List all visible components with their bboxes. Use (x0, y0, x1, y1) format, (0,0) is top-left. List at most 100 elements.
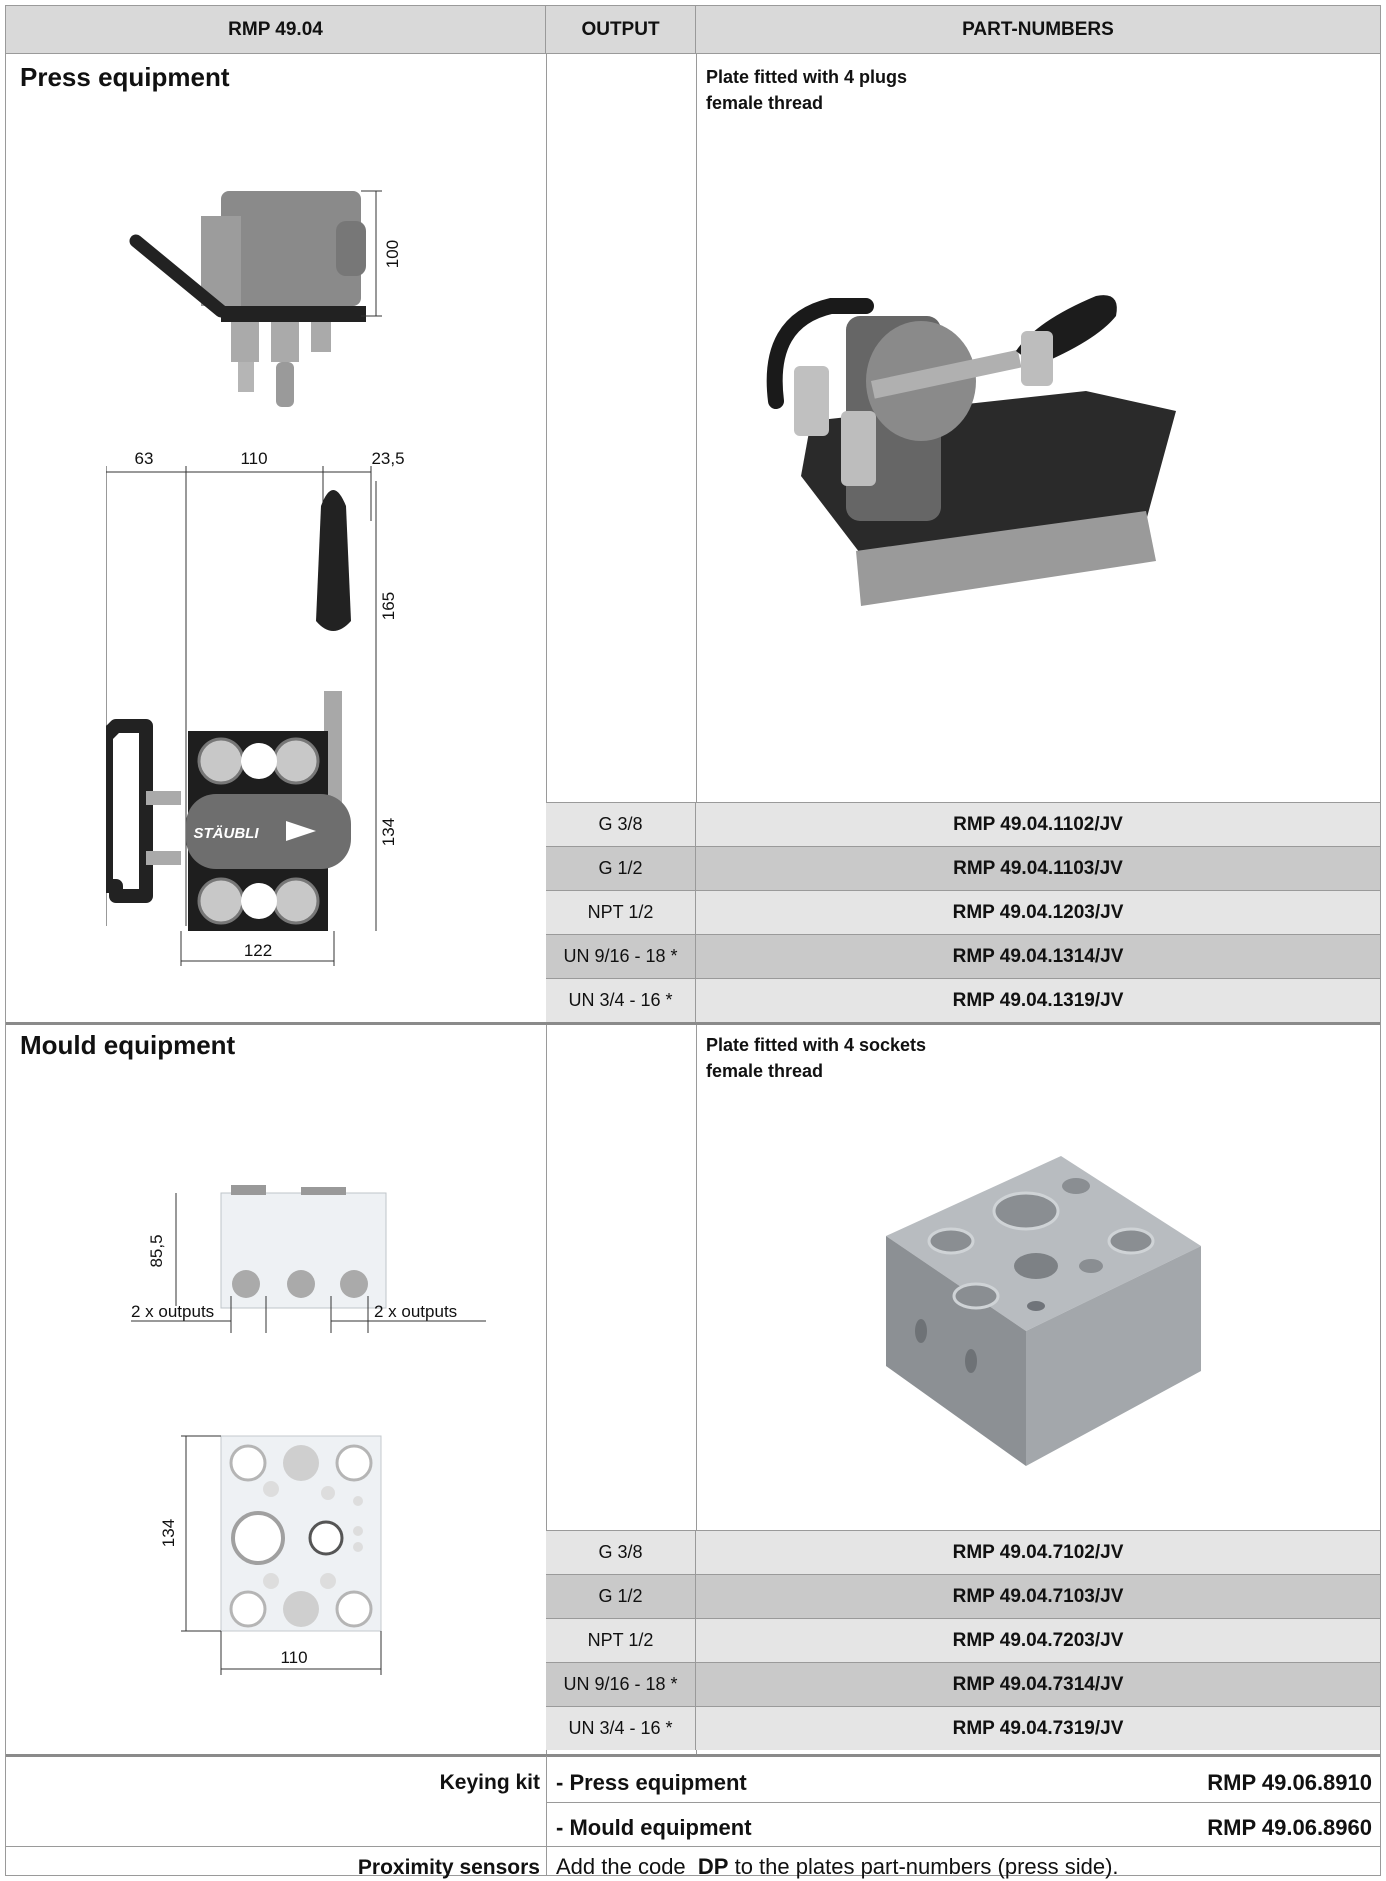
mould-render-socket (952, 1282, 1000, 1310)
keying-item-press: - Press equipment (556, 1770, 747, 1795)
press-arrow (286, 821, 316, 841)
press-plate-title: Plate fitted with 4 plugs female thread (706, 64, 907, 116)
mould-render-side-port (915, 1319, 927, 1343)
mould-socket (335, 1444, 373, 1482)
part-row: G 1/2 RMP 49.04.1103/JV (546, 846, 1380, 890)
output-cell: G 1/2 (546, 847, 696, 890)
part-row: UN 9/16 - 18 * RMP 49.04.1314/JV (546, 934, 1380, 978)
press-section-title: Press equipment (20, 62, 230, 92)
press-plug-left (231, 322, 259, 362)
mould-socket (283, 1445, 319, 1481)
header-part-numbers: PART-NUMBERS (696, 6, 1380, 54)
mould-port (353, 1542, 363, 1552)
part-number-cell: RMP 49.04.1102/JV (953, 813, 1123, 835)
dim-right: 23,5 (371, 449, 404, 468)
output-cell: UN 3/4 - 16 * (546, 1707, 696, 1750)
press-bracket (201, 216, 241, 306)
mould-port (353, 1496, 363, 1506)
part-row: G 3/8 RMP 49.04.1102/JV (546, 802, 1380, 846)
part-number-cell: RMP 49.04.1103/JV (953, 857, 1123, 879)
proximity-sensors-text: Add the code DP to the plates part-numbe… (556, 1854, 1119, 1880)
mould-render-right (1026, 1246, 1201, 1466)
press-render-front (856, 511, 1156, 606)
mould-plate-line2: female thread (706, 1061, 824, 1081)
dim-mould-height: 85,5 (147, 1234, 166, 1267)
press-plate-line1: Plate fitted with 4 plugs (706, 67, 908, 87)
press-plug (197, 737, 245, 785)
output-cell: NPT 1/2 (546, 891, 696, 934)
part-number-cell: RMP 49.04.7103/JV (952, 1585, 1124, 1607)
press-top-view-drawing: 63 110 23,5 165 STÄUBLI 134 122 (106, 449, 405, 966)
part-row: NPT 1/2 RMP 49.04.1203/JV (546, 890, 1380, 934)
part-number-cell: RMP 49.04.7102/JV (952, 1541, 1124, 1563)
press-render-plug (794, 366, 829, 436)
output-cell: UN 9/16 - 18 * (546, 1663, 696, 1706)
press-cylinder (186, 794, 351, 869)
part-number-cell: RMP 49.04.1203/JV (952, 901, 1124, 923)
press-hole (241, 743, 277, 779)
press-plug (272, 877, 320, 925)
section-divider (6, 1754, 1380, 1757)
mould-plate-title: Plate fitted with 4 sockets female threa… (706, 1032, 926, 1084)
output-cell: G 3/8 (546, 803, 696, 846)
dim-plate-width: 110 (280, 1648, 307, 1667)
part-number-cell: RMP 49.04.7319/JV (952, 1717, 1124, 1739)
mould-outlet (340, 1270, 368, 1298)
press-coupling (238, 362, 254, 392)
mould-render-socket (1014, 1253, 1058, 1279)
press-knob (336, 221, 366, 276)
header-model: RMP 49.04 (6, 6, 546, 54)
output-cell: UN 3/4 - 16 * (546, 979, 696, 1022)
dim-plate-height: 134 (159, 1519, 178, 1547)
press-stud (146, 851, 181, 865)
keying-part-press: RMP 49.06.8910 (1207, 1770, 1372, 1795)
output-cell: UN 9/16 - 18 * (546, 935, 696, 978)
mould-render-side-port (965, 1349, 977, 1373)
dim-left: 63 (135, 449, 154, 468)
mould-port (263, 1481, 279, 1497)
mould-section-title: Mould equipment (20, 1030, 236, 1060)
dim-body: 134 (379, 818, 398, 846)
dim-outputs-right: 2 x outputs (374, 1302, 457, 1321)
part-number-cell: RMP 49.04.7314/JV (952, 1673, 1124, 1695)
press-stud (146, 791, 181, 805)
sensor-code: DP (697, 1854, 729, 1879)
mould-render-port (1079, 1259, 1103, 1273)
mould-outlet (287, 1270, 315, 1298)
mould-socket (335, 1590, 373, 1628)
product-table: RMP 49.04 OUTPUT PART-NUMBERS Press equi… (5, 5, 1381, 1879)
dim-handle: 165 (379, 592, 398, 620)
mould-side-drawing: 85,5 2 x outputs 2 x outputs (131, 1185, 486, 1333)
dim-height-top: 100 (383, 240, 402, 268)
mould-port (263, 1573, 279, 1589)
part-number-cell: RMP 49.04.1319/JV (952, 989, 1124, 1011)
press-base-plate (221, 306, 366, 322)
mould-render-port (1027, 1301, 1045, 1311)
section-divider (6, 1022, 1380, 1025)
press-plug-center (271, 322, 299, 362)
press-plug-right (311, 322, 331, 352)
keying-part-mould: RMP 49.06.8960 (1207, 1815, 1372, 1840)
mould-socket-large (231, 1511, 285, 1565)
mould-top-bump (231, 1185, 266, 1195)
part-row: UN 9/16 - 18 * RMP 49.04.7314/JV (546, 1662, 1380, 1706)
press-body (221, 191, 361, 306)
mould-socket (229, 1444, 267, 1482)
mould-plate-render (886, 1156, 1201, 1466)
mould-socket (308, 1520, 344, 1556)
part-number-cell: RMP 49.04.1314/JV (952, 945, 1124, 967)
mould-outlet (232, 1270, 260, 1298)
press-handle-side (129, 234, 228, 318)
mould-socket (229, 1590, 267, 1628)
press-handle-loop (106, 719, 153, 903)
output-cell: G 1/2 (546, 1575, 696, 1618)
press-render-lever (871, 349, 1022, 399)
sensor-text-before: Add the code (556, 1854, 686, 1879)
press-plug (197, 877, 245, 925)
dim-middle: 110 (240, 449, 267, 468)
mould-render-socket (992, 1191, 1060, 1231)
mould-front-drawing: 134 110 (159, 1435, 382, 1675)
proximity-sensors-label: Proximity sensors (357, 1856, 540, 1879)
keying-item-mould: - Mould equipment (556, 1815, 752, 1840)
